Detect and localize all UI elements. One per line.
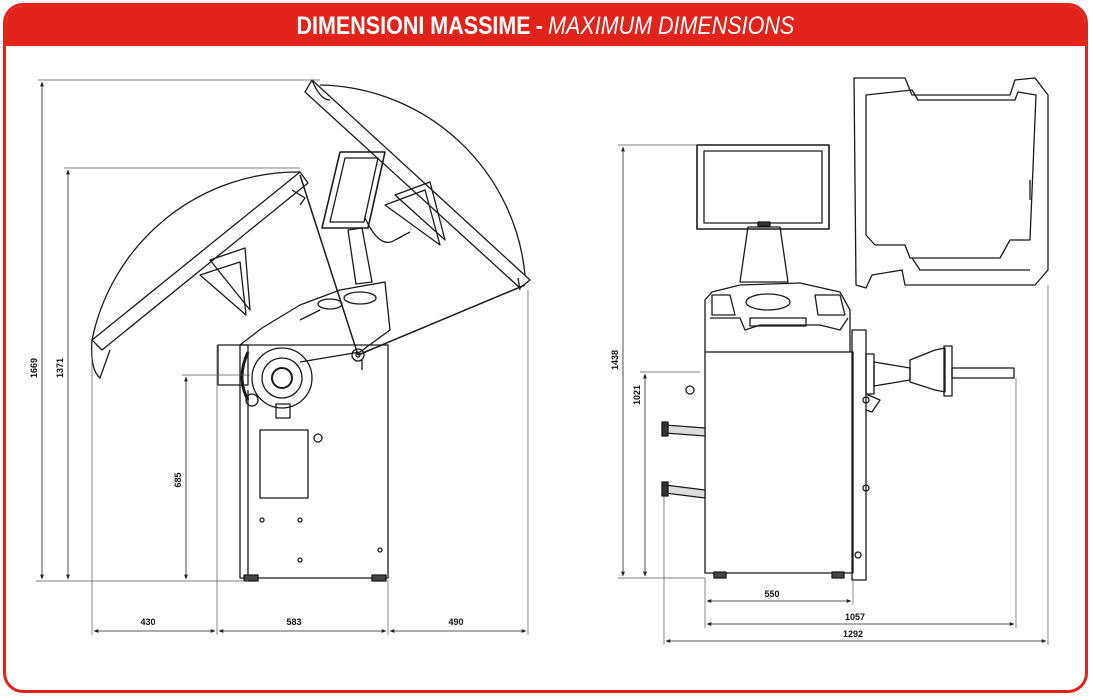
- front-monitor: [696, 144, 830, 283]
- side-monitor: [321, 151, 411, 285]
- dim-front-total-width: 1292: [843, 629, 863, 639]
- side-hood-arm: [299, 174, 526, 370]
- dim-side-hood-height: 1371: [55, 358, 65, 378]
- page-title: DIMENSIONI MASSIME-MAXIMUM DIMENSIONS: [297, 12, 795, 41]
- title-bar: DIMENSIONI MASSIME-MAXIMUM DIMENSIONS: [6, 6, 1085, 46]
- dim-front-body-width: 550: [764, 589, 779, 599]
- side-spindle: [240, 347, 313, 419]
- side-view: [36, 79, 531, 635]
- diagram-frame: DIMENSIONI MASSIME-MAXIMUM DIMENSIONS: [3, 3, 1088, 693]
- front-dimension-lines: [618, 144, 1049, 645]
- front-hood: [853, 77, 1049, 289]
- title-italian: DIMENSIONI MASSIME: [296, 11, 531, 40]
- title-english: MAXIMUM DIMENSIONS: [548, 11, 795, 40]
- front-tray: [704, 282, 851, 352]
- side-dimension-lines: [36, 79, 529, 635]
- front-dimension-arrows: [621, 146, 1047, 643]
- dim-side-rear-overhang: 430: [140, 617, 155, 627]
- side-cabinet: [217, 344, 389, 582]
- dim-front-total-height: 1438: [610, 350, 620, 370]
- front-handles: [661, 421, 706, 499]
- dim-side-body-depth: 583: [286, 617, 301, 627]
- dim-side-front-overhang: 490: [448, 617, 463, 627]
- dim-side-shaft-height: 685: [173, 472, 183, 487]
- front-cabinet: [685, 329, 870, 581]
- dim-front-width-to-shaft: 1057: [845, 612, 865, 622]
- dim-front-shaft-height: 1021: [632, 385, 642, 405]
- front-shaft: [865, 345, 1015, 413]
- side-hood-raised: [304, 79, 531, 291]
- dim-side-total-height: 1669: [29, 358, 39, 378]
- title-separator: -: [535, 11, 544, 40]
- side-dimension-arrows: [40, 81, 527, 633]
- side-hood-lowered: [91, 171, 309, 379]
- front-view: [618, 77, 1049, 645]
